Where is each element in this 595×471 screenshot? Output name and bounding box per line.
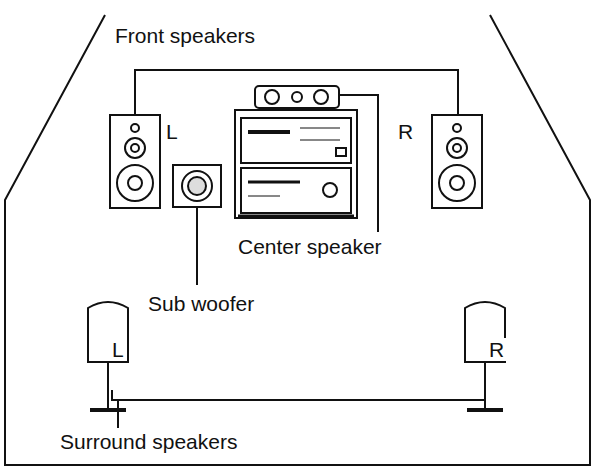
subwoofer (173, 165, 221, 207)
surround-leader (117, 400, 119, 428)
part-label: Surround speakers (58, 430, 239, 453)
surround-left-speaker (88, 302, 128, 410)
front-wire (135, 70, 458, 115)
surround-wire (112, 390, 485, 400)
channel-label: R (487, 338, 506, 361)
part-label: Center speaker (236, 235, 384, 258)
front-left-speaker (110, 115, 160, 208)
center-speaker (255, 86, 339, 108)
part-label: Sub woofer (146, 292, 256, 315)
room-outline (5, 15, 590, 465)
heading-label: Front speakers (113, 24, 257, 47)
sub-wire (196, 205, 198, 285)
channel-label: R (396, 120, 415, 143)
front-right-speaker (432, 115, 482, 208)
av-rack (235, 110, 357, 218)
channel-label: L (110, 338, 126, 361)
channel-label: L (164, 120, 180, 143)
